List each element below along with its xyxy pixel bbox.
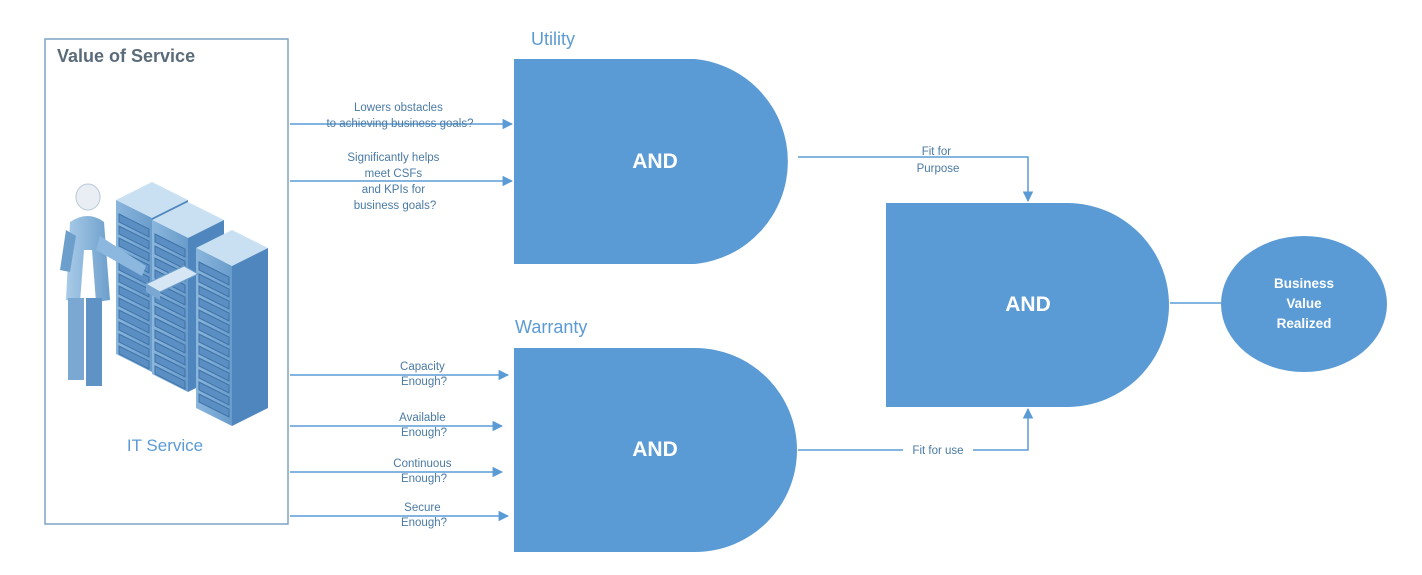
rack-slot xyxy=(118,297,150,322)
warranty-input-3: Continuous Enough? xyxy=(290,458,504,485)
rack-slot xyxy=(118,309,150,334)
rack-slot xyxy=(118,237,150,262)
value-of-service-box: Value of Service xyxy=(44,38,289,525)
it-service-label: IT Service xyxy=(127,436,203,455)
rack-slot xyxy=(198,333,230,358)
warranty-input-1: Capacity Enough? xyxy=(290,361,510,388)
utility-input-1: Lowers obstacles to achieving business g… xyxy=(290,102,514,130)
rack-slot xyxy=(198,357,230,382)
combined-gate-label: AND xyxy=(1005,293,1051,316)
rack-slot xyxy=(118,285,150,310)
utility-heading: Utility xyxy=(531,29,575,49)
utility-and-gate: AND xyxy=(514,59,788,264)
warranty-input-2: Available Enough? xyxy=(290,412,504,439)
warranty-input-3-label: Continuous Enough? xyxy=(393,458,454,485)
rack-slot xyxy=(198,273,230,298)
business-value-line-1: Business xyxy=(1274,276,1334,291)
warranty-input-2-label: Available Enough? xyxy=(399,412,449,439)
rack-slot xyxy=(154,317,186,342)
rack-slot xyxy=(154,365,186,390)
rack-slot xyxy=(118,273,150,298)
business-value-node: Business Value Realized xyxy=(1221,236,1387,372)
fit-for-purpose-label: Fit for Purpose xyxy=(917,146,960,175)
utility-gate-label: AND xyxy=(632,150,678,173)
rack-slot xyxy=(198,369,230,394)
server-rack-icon xyxy=(116,182,268,426)
rack-slot xyxy=(198,381,230,406)
rack-slot xyxy=(118,333,150,358)
fit-for-use-connector: Fit for use xyxy=(798,407,1034,457)
rack-slot xyxy=(198,345,230,370)
rack-slot xyxy=(154,341,186,366)
warranty-heading: Warranty xyxy=(515,317,587,337)
rack-slot xyxy=(198,321,230,346)
warranty-input-4: Secure Enough? xyxy=(290,502,510,529)
utility-input-1-label: Lowers obstacles to achieving business g… xyxy=(326,102,473,130)
warranty-and-gate: AND xyxy=(514,348,797,552)
fit-for-purpose-connector: Fit for Purpose xyxy=(798,146,1034,203)
rack-slot xyxy=(154,233,186,258)
fit-for-use-label: Fit for use xyxy=(912,445,963,457)
rack-slot xyxy=(154,305,186,330)
warranty-gate-label: AND xyxy=(632,438,678,461)
rack-slot xyxy=(198,297,230,322)
combined-and-gate: AND xyxy=(886,203,1169,407)
rack-slot xyxy=(118,321,150,346)
rack-slot xyxy=(154,293,186,318)
rack-slot xyxy=(118,345,150,370)
utility-input-2-label: Significantly helps meet CSFs and KPIs f… xyxy=(347,152,442,212)
rack-slot xyxy=(154,329,186,354)
business-value-line-3: Realized xyxy=(1277,316,1332,331)
rack-slot xyxy=(118,225,150,250)
warranty-input-4-label: Secure Enough? xyxy=(401,502,447,529)
rack-slot xyxy=(154,353,186,378)
rack-slot xyxy=(198,309,230,334)
business-value-line-2: Value xyxy=(1286,296,1322,311)
rack-slot xyxy=(118,213,150,238)
person-icon xyxy=(60,183,146,386)
utility-input-2: Significantly helps meet CSFs and KPIs f… xyxy=(290,152,514,212)
rack-slot xyxy=(198,393,230,418)
warranty-input-1-label: Capacity Enough? xyxy=(400,361,448,388)
value-box-title: Value of Service xyxy=(57,46,195,66)
rack-slot xyxy=(198,261,230,286)
rack-slot xyxy=(198,285,230,310)
